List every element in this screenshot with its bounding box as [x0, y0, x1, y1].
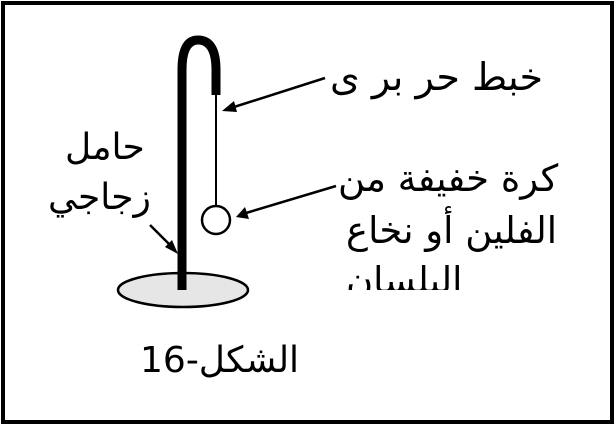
ball-label-line3: البلسان — [346, 262, 463, 290]
holder-arrow — [149, 224, 178, 254]
light-ball — [200, 204, 232, 236]
ball-arrow — [236, 184, 337, 219]
glass-stand — [177, 35, 221, 290]
figure-caption: الشكل-16 — [140, 340, 300, 381]
glass-holder-label-line2: زجاجي — [48, 177, 151, 218]
glass-holder-label-line1: حامل — [65, 127, 145, 168]
thread-arrow — [222, 76, 326, 112]
silk-thread-label: خبط حر بر ى — [330, 55, 544, 99]
ball-label-line2: الفلين أو نخاع — [346, 209, 558, 252]
ball-label-line1: كرة خفيفة من — [338, 157, 559, 200]
